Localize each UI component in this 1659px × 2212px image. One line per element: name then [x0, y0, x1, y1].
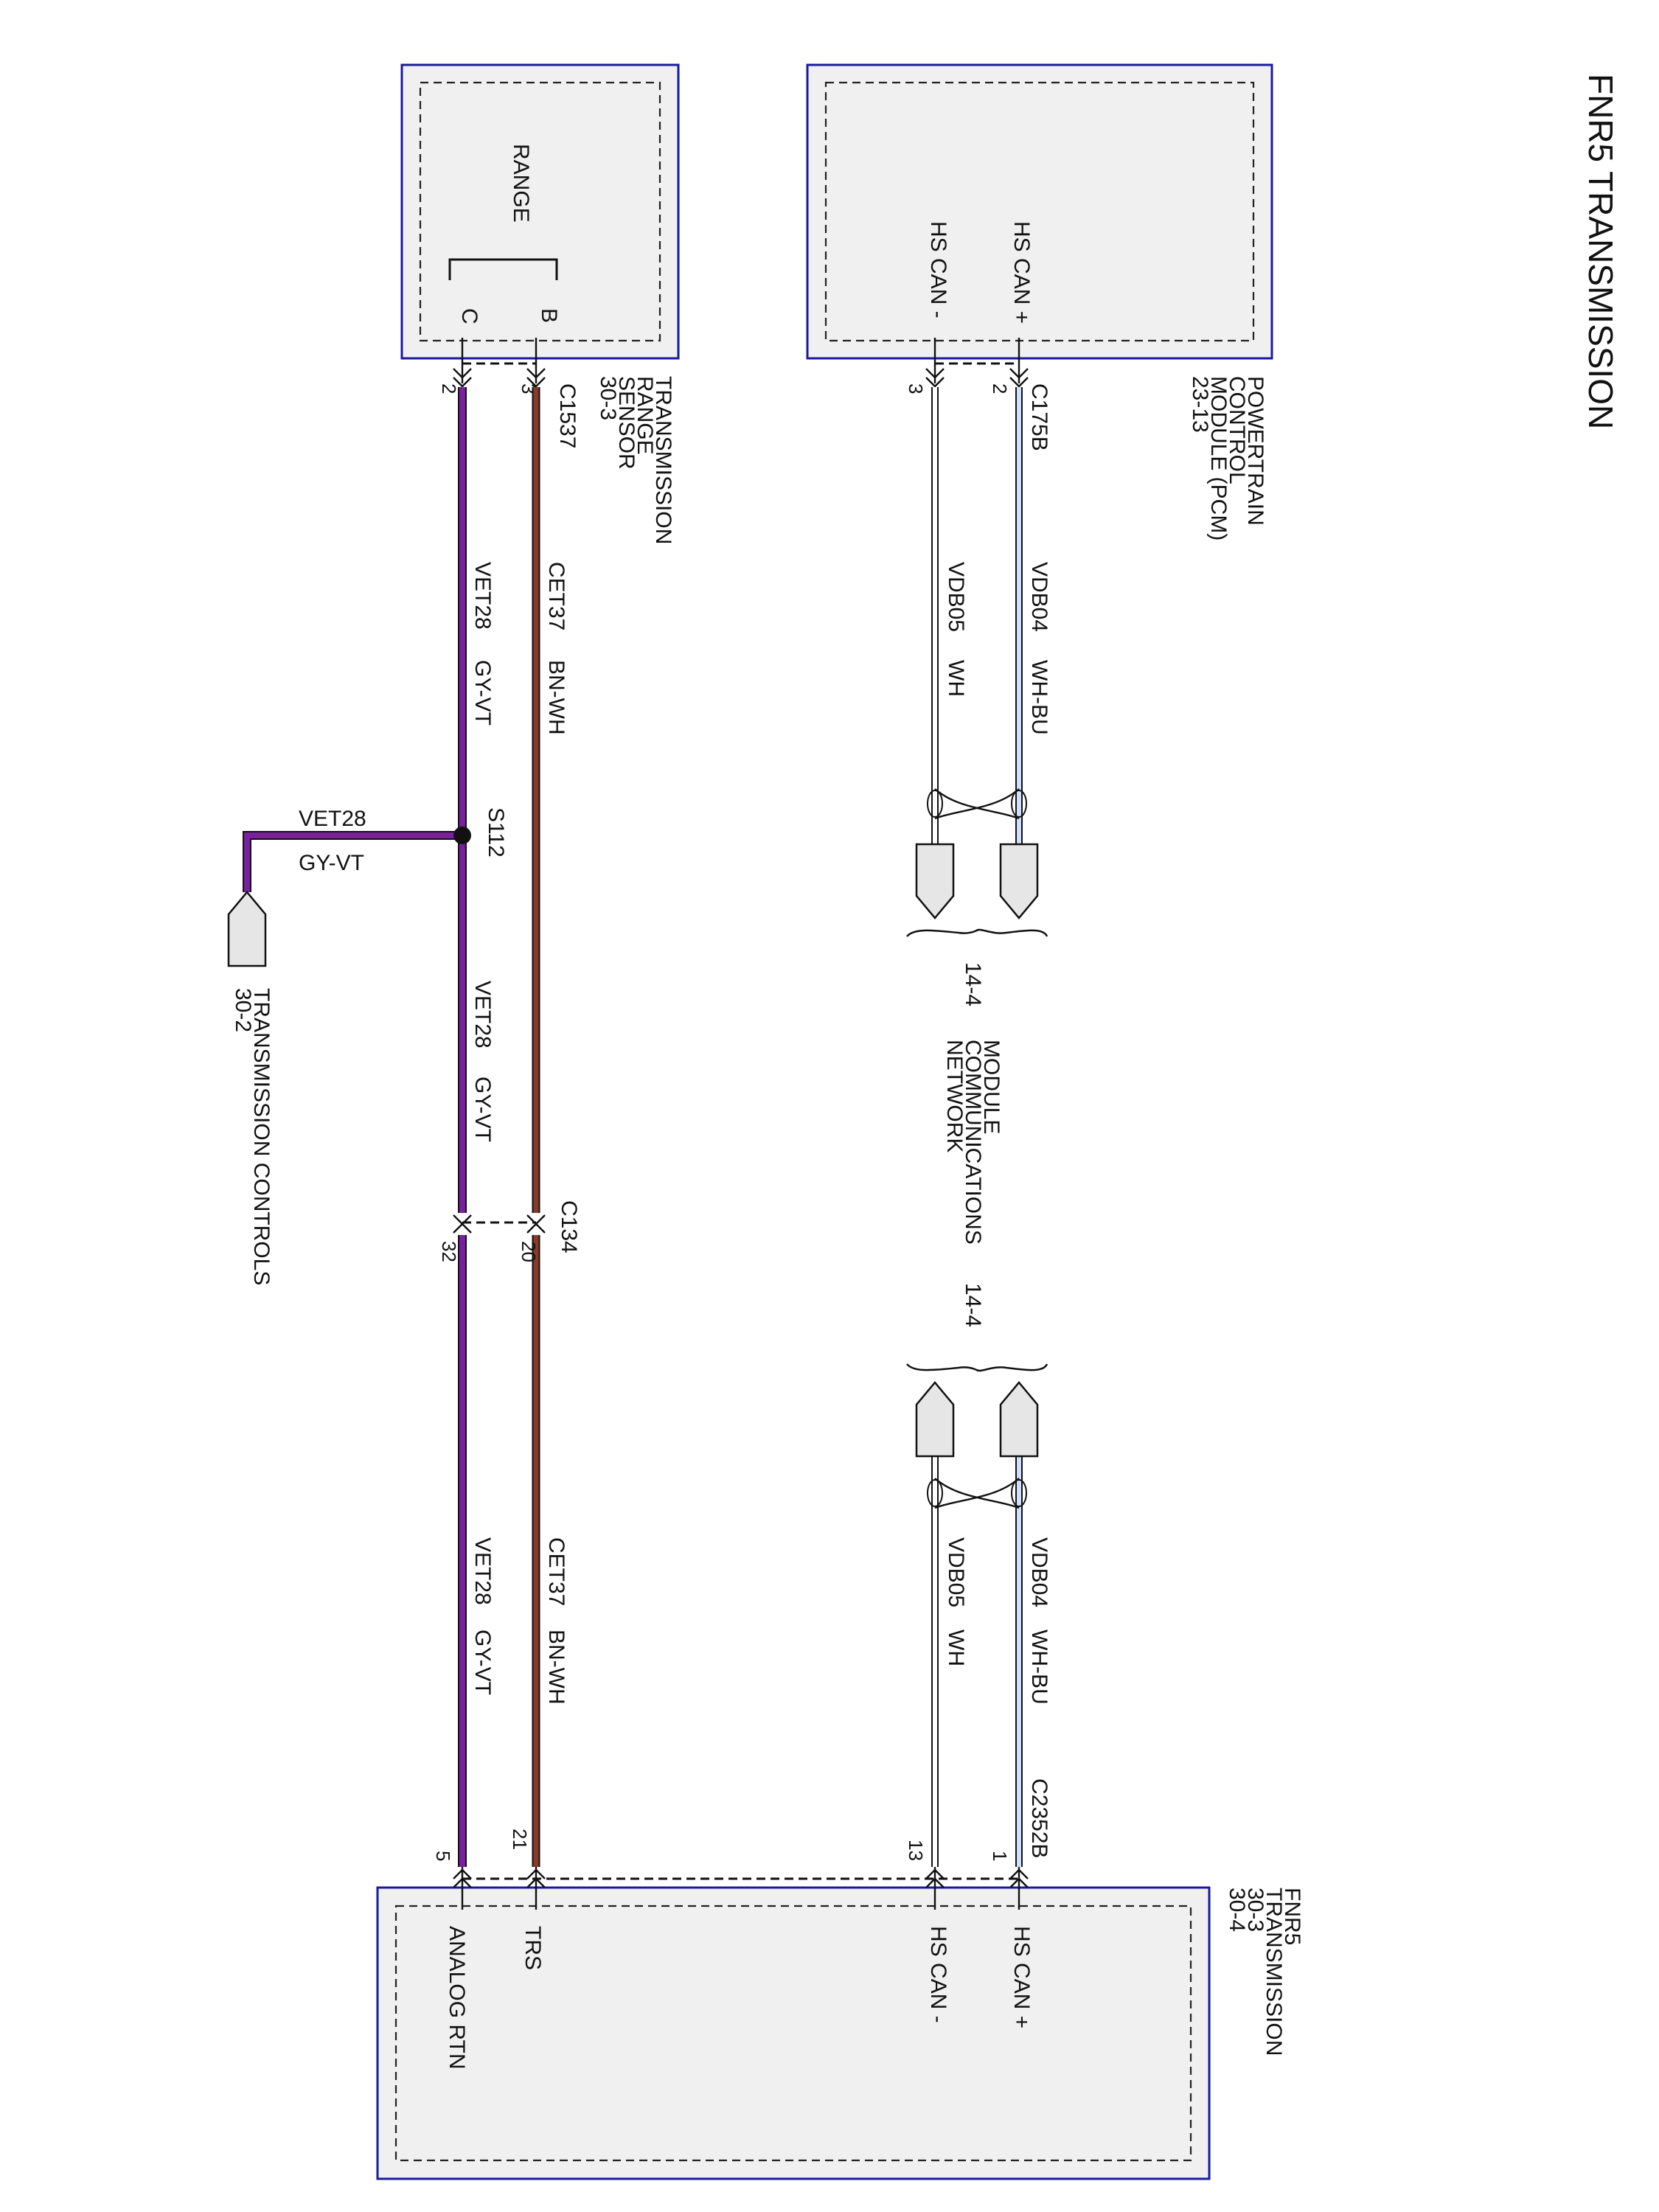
network-brace-bottom — [906, 1363, 1048, 1372]
can-plus-circuit-bottom: VDB04 — [1027, 1537, 1051, 1607]
transmission-controls-label: TRANSMISSION CONTROLS 30-2 — [231, 988, 274, 1285]
svg-text:FNR5: FNR5 — [1280, 1888, 1304, 1945]
pcm-pin-label-can-plus: HS CAN + — [1009, 221, 1034, 324]
svg-text:SENSOR: SENSOR — [614, 376, 639, 470]
pcm-name: POWERTRAIN CONTROL MODULE (PCM) 23-13 — [1188, 376, 1267, 540]
tcm-pin-number-5: 5 — [432, 1851, 454, 1861]
pcm-pin-number-3: 3 — [905, 383, 927, 394]
pcm-pin-label-can-minus: HS CAN - — [926, 221, 950, 319]
analog-circuit-2: VET28 — [470, 981, 495, 1048]
can-minus-circuit-top: VDB05 — [944, 562, 968, 632]
trs-pin-label-c: C — [457, 308, 481, 324]
trs-range-label: RANGE — [509, 144, 533, 223]
network-brace-top — [906, 928, 1048, 937]
svg-text:MODULE: MODULE — [979, 1040, 1004, 1134]
trs-sensor[interactable]: RANGE B C TRANSMISSION RANGE SENSOR 30-3… — [400, 63, 680, 544]
can-twist-bottom — [927, 1478, 1027, 1509]
tcm-name: FNR5 TRANSMISSION 30-3 30-4 — [1225, 1888, 1304, 2056]
can-plus-color-top: WH-BU — [1027, 660, 1051, 735]
svg-text:RANGE: RANGE — [633, 376, 657, 455]
trs-connector-label: C1537 — [555, 383, 580, 448]
analog-color-3: GY-VT — [470, 1630, 495, 1695]
svg-text:23-13: 23-13 — [1188, 376, 1212, 433]
wire-layer — [243, 387, 1023, 1867]
trs-pin-number-2: 2 — [438, 383, 460, 394]
trs-circuit-3: CET37 — [544, 1537, 568, 1606]
network-connector-bottom-can-plus[interactable] — [999, 1381, 1039, 1458]
pcm-module[interactable]: HS CAN + HS CAN - POWERTRAIN CONTROL MOD… — [806, 63, 1273, 540]
svg-text:TRANSMISSION CONTROLS: TRANSMISSION CONTROLS — [249, 988, 274, 1285]
analog-circuit-1: VET28 — [470, 562, 495, 630]
network-connector-top-can-minus[interactable] — [915, 843, 955, 919]
tcm-box-dashed — [394, 1905, 1192, 2162]
can-minus-color-bottom: WH — [944, 1630, 968, 1666]
network-connector-bottom-can-minus[interactable] — [915, 1381, 955, 1458]
wire-splice-branch[interactable] — [243, 831, 462, 892]
analog-circuit-3: VET28 — [470, 1537, 495, 1605]
network-ref-top: 14-4 — [961, 962, 985, 1006]
trs-color-3: BN-WH — [544, 1630, 568, 1705]
tcm-pin-number-21: 21 — [509, 1829, 531, 1850]
pcm-connector-label: C175B — [1027, 383, 1051, 451]
tcm-pin-label-trs: TRS — [521, 1926, 545, 1970]
tcm-pin-label-analog-rtn: ANALOG RTN — [445, 1926, 469, 2070]
splice-s112-dot[interactable] — [453, 827, 471, 844]
pcm-box — [806, 63, 1273, 360]
trs-box — [400, 63, 680, 360]
transmission-module[interactable]: HS CAN + HS CAN - TRS ANALOG RTN FNR5 TR… — [376, 1778, 1304, 2180]
tcm-connector-label: C2352B — [1027, 1778, 1051, 1858]
c134-pin-20: 20 — [518, 1241, 540, 1262]
can-twist-top — [927, 788, 1027, 820]
analog-color-2: GY-VT — [470, 1077, 495, 1142]
pcm-pin-number-2: 2 — [989, 383, 1011, 394]
splice-branch-circuit: VET28 — [299, 807, 366, 831]
pin-stubs — [453, 338, 1029, 1910]
c134-label: C134 — [557, 1200, 581, 1253]
trs-range-switch — [448, 258, 558, 280]
tcm-box — [376, 1886, 1211, 2180]
trs-box-dashed — [419, 81, 661, 342]
analog-color-1: GY-VT — [470, 660, 495, 726]
network-ref-bottom: 14-4 — [961, 1283, 985, 1327]
trs-circuit-1: CET37 — [544, 562, 568, 630]
splice-s112-label: S112 — [484, 807, 508, 858]
svg-text:CONTROL: CONTROL — [1225, 376, 1249, 484]
svg-text:30-3: 30-3 — [596, 376, 620, 420]
transmission-controls-connector[interactable] — [227, 891, 267, 967]
can-plus-color-bottom: WH-BU — [1027, 1630, 1051, 1705]
tcm-pin-label-can-plus: HS CAN + — [1009, 1926, 1034, 2028]
svg-text:MODULE (PCM): MODULE (PCM) — [1206, 376, 1231, 540]
svg-text:TRANSMISSION: TRANSMISSION — [651, 376, 675, 544]
can-minus-color-top: WH — [944, 660, 968, 697]
tcm-pin-number-13: 13 — [905, 1840, 927, 1861]
svg-text:POWERTRAIN: POWERTRAIN — [1243, 376, 1267, 526]
network-label: MODULE COMMUNICATIONS NETWORK — [942, 1040, 1004, 1245]
pcm-box-dashed — [824, 81, 1255, 342]
network-connector-top-can-plus[interactable] — [999, 843, 1039, 919]
svg-text:COMMUNICATIONS: COMMUNICATIONS — [961, 1040, 985, 1245]
splice-branch-color: GY-VT — [299, 851, 364, 875]
can-minus-circuit-bottom: VDB05 — [944, 1537, 968, 1607]
can-plus-circuit-top: VDB04 — [1027, 562, 1051, 632]
tcm-pin-number-1: 1 — [989, 1851, 1011, 1861]
svg-text:30-2: 30-2 — [231, 988, 255, 1032]
svg-text:30-4: 30-4 — [1225, 1888, 1249, 1932]
page-title: FNR5 TRANSMISSION — [1582, 74, 1620, 429]
c134-pin-32: 32 — [438, 1241, 460, 1262]
svg-text:TRANSMISSION: TRANSMISSION — [1262, 1888, 1286, 2056]
tcm-pin-label-can-minus: HS CAN - — [926, 1926, 950, 2023]
svg-text:30-3: 30-3 — [1243, 1888, 1267, 1932]
trs-pin-label-b: B — [537, 308, 561, 323]
trs-color-1: BN-WH — [544, 660, 568, 735]
trs-name: TRANSMISSION RANGE SENSOR 30-3 — [596, 376, 675, 544]
svg-text:NETWORK: NETWORK — [942, 1040, 967, 1152]
